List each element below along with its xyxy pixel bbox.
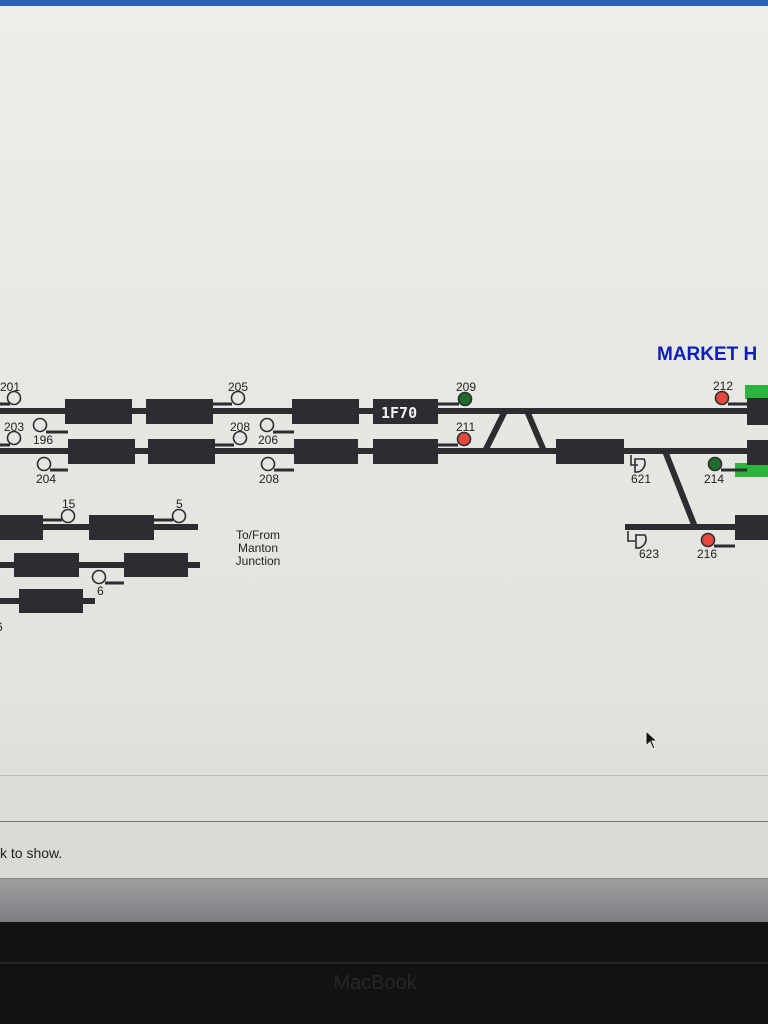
signal-201[interactable]: [6, 390, 22, 406]
shunt-signal-621[interactable]: [630, 455, 646, 473]
laptop-bezel: [0, 922, 768, 1024]
platform-bottom: [735, 463, 768, 477]
message-panel: [0, 822, 768, 879]
signal-206[interactable]: [259, 417, 275, 433]
signal-label: 212: [713, 379, 733, 393]
train-headcode[interactable]: 1F70: [381, 404, 417, 422]
track-section[interactable]: [14, 553, 79, 577]
track-section[interactable]: [68, 439, 135, 464]
crossover-points[interactable]: [524, 409, 547, 453]
track-section[interactable]: [146, 399, 213, 424]
shunt-signal-623[interactable]: [627, 531, 647, 549]
track-section-occupied[interactable]: [373, 399, 438, 424]
laptop-brand: MacBook: [333, 972, 417, 994]
window-top-bar: [0, 0, 768, 6]
signal-15[interactable]: [60, 508, 76, 524]
mouse-cursor-icon: [645, 730, 659, 750]
signal-212[interactable]: [714, 390, 730, 406]
bezel-edge: [0, 962, 768, 964]
signal-label: 201: [0, 380, 20, 394]
signal-209[interactable]: [457, 391, 473, 407]
track-section[interactable]: [19, 589, 83, 613]
track-section[interactable]: [747, 398, 768, 425]
signal-205[interactable]: [230, 390, 246, 406]
signal-label: 208: [259, 472, 279, 486]
signal-label: 203: [4, 420, 24, 434]
signal-203[interactable]: [6, 430, 22, 446]
track-section[interactable]: [747, 440, 768, 465]
track-diagram: 201 203 196 204 205 208 206 208 209 211 …: [0, 344, 768, 634]
track-section[interactable]: [735, 515, 768, 540]
signal-6[interactable]: [91, 569, 107, 585]
signal-label: 15: [62, 497, 76, 511]
signal-label: 216: [697, 547, 717, 561]
junction-label-line: Junction: [236, 554, 281, 568]
track-section[interactable]: [292, 399, 359, 424]
track-section[interactable]: [124, 553, 188, 577]
signal-label: 205: [228, 380, 248, 394]
track-section[interactable]: [148, 439, 215, 464]
dock-area: [0, 879, 768, 922]
signal-196[interactable]: [32, 417, 48, 433]
signal-label: 208: [230, 420, 250, 434]
signal-label: 6: [97, 584, 104, 598]
signal-label: 5: [176, 497, 183, 511]
status-panel: [0, 775, 768, 823]
signal-label: 214: [704, 472, 724, 486]
crossover-points[interactable]: [482, 409, 508, 453]
signal-214[interactable]: [707, 456, 723, 472]
track-section[interactable]: [373, 439, 438, 464]
signal-label: 211: [456, 420, 475, 434]
branch-line: [625, 524, 768, 530]
status-hint: k to show.: [0, 845, 63, 861]
signal-label: 6: [0, 620, 3, 634]
track-section[interactable]: [556, 439, 624, 464]
junction-label-line: Manton: [238, 541, 278, 555]
signal-211[interactable]: [456, 431, 472, 447]
track-section[interactable]: [294, 439, 358, 464]
signal-208[interactable]: [232, 430, 248, 446]
signal-label: 209: [456, 380, 476, 394]
junction-label: To/From Manton Junction: [236, 528, 281, 568]
signal-216[interactable]: [700, 532, 716, 548]
junction-points[interactable]: [662, 449, 698, 529]
signal-label: 206: [258, 433, 278, 447]
signal-label: 196: [33, 433, 53, 447]
track-section[interactable]: [89, 515, 154, 540]
signal-208[interactable]: [260, 456, 276, 472]
signal-204[interactable]: [36, 456, 52, 472]
signal-label: 204: [36, 472, 56, 486]
signalling-screen: 201 203 196 204 205 208 206 208 209 211 …: [0, 0, 768, 922]
platform-top: [745, 385, 768, 399]
junction-label-line: To/From: [236, 528, 280, 542]
track-section[interactable]: [0, 515, 43, 540]
station-name: MARKET H: [657, 344, 757, 365]
manton-line-2: [0, 562, 200, 568]
signal-label: 623: [639, 547, 659, 561]
track-section[interactable]: [65, 399, 132, 424]
signal-label: 621: [631, 472, 651, 486]
signal-5[interactable]: [171, 508, 187, 524]
